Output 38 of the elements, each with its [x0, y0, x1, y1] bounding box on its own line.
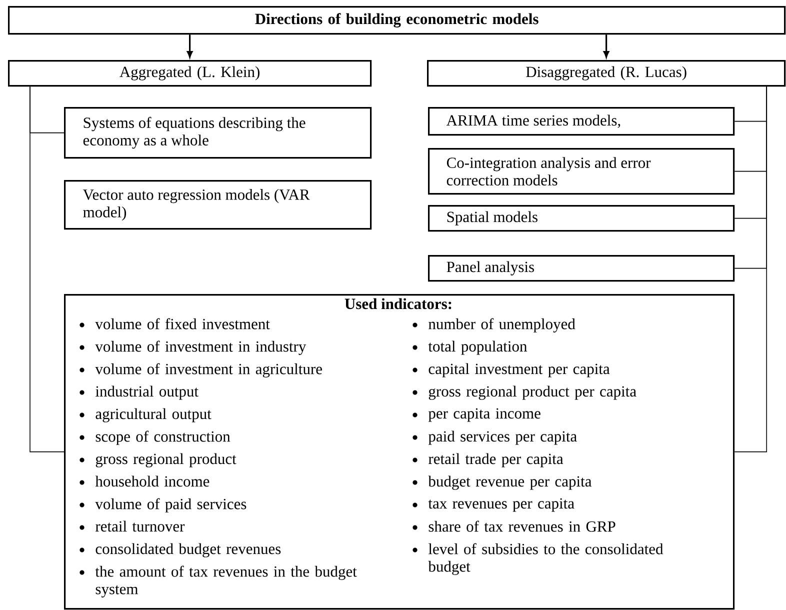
category-box: Aggregated (L. Klein) [8, 60, 372, 87]
arrow [186, 34, 193, 58]
list-item: scope of construction [96, 430, 230, 445]
connector-line [734, 86, 768, 452]
method-box: Spatial models [428, 205, 735, 232]
list-item: the amount of tax revenues in the budget system [95, 566, 357, 598]
method-box: Panel analysis [428, 255, 735, 282]
method-box: Systems of equations describing the economy as a whole [64, 107, 372, 159]
list-item: tax revenues per capita [428, 498, 574, 512]
list-item: gross regional product [96, 453, 236, 468]
list-item: volume of paid services [95, 498, 246, 512]
list-item: consolidated budget revenues [96, 543, 281, 558]
arrow [603, 34, 610, 58]
list-item: volume of investment in agriculture [95, 363, 322, 378]
list-item: share of tax revenues in GRP [428, 520, 616, 532]
list-item: industrial output [96, 386, 198, 400]
list-item: paid services per capita [428, 430, 577, 445]
connector-line [30, 86, 64, 452]
indicator-box [64, 294, 735, 610]
list-item: retail turnover [96, 520, 185, 532]
list-item: agricultural output [96, 408, 212, 422]
category-box: Disaggregated (R. Lucas) [427, 60, 786, 87]
list-item: total population [428, 340, 527, 355]
list-item: volume of investment in industry [95, 340, 306, 355]
list-item: retail trade per capita [428, 453, 564, 468]
list-item: household income [95, 476, 210, 487]
list-item: budget revenue per capita [428, 476, 592, 490]
title-box: Directions of building econometric models [8, 6, 786, 35]
list-item: level of subsidies to the consolidated budget [428, 543, 664, 575]
method-box: Vector auto regression models (VAR model) [64, 180, 372, 230]
method-box: Co-integration analysis and error correction models [428, 148, 735, 195]
list-item: number of unemployed [428, 318, 576, 332]
method-box: ARIMA time series models, [428, 107, 735, 136]
list-item: capital investment per capita [428, 363, 610, 378]
list-item: per capita income [428, 408, 540, 422]
list-item: gross regional product per capita [428, 386, 636, 400]
list-item: volume of fixed investment [95, 318, 270, 330]
heading: Used indicators: [344, 298, 452, 310]
